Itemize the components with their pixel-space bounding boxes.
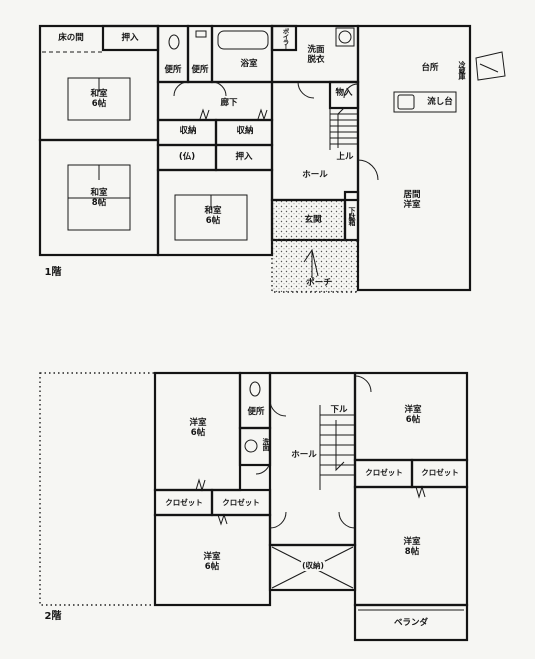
label-storage-a: 収納 (179, 126, 197, 136)
label-veranda: ベランダ (393, 618, 429, 628)
label-toilet-b: 便所 (191, 65, 209, 75)
stairs-down-icon (319, 405, 355, 490)
label-oshiire-north: 押入 (121, 33, 139, 43)
toilet-fixture-icon (249, 381, 261, 397)
washbasin-counter-icon (335, 27, 355, 47)
label-washitsu-west: 和室 8帖 (90, 188, 107, 208)
door-swing-icon (173, 81, 189, 97)
label-toilet-2f: 便所 (247, 407, 265, 417)
label-bath: 浴室 (240, 59, 258, 69)
wall-ldk (356, 24, 472, 292)
floor1-plan (38, 24, 506, 293)
room-size: 6帖 (91, 99, 107, 109)
label-fridge: 冷蔵庫 (458, 61, 466, 79)
sink-counter-icon (393, 91, 457, 113)
label-line: 居間 (403, 190, 421, 200)
door-swing-icon (211, 81, 227, 97)
door-swing-icon (343, 83, 359, 99)
wall-bath (210, 24, 274, 84)
label-line: 洗面 (307, 45, 325, 55)
label-stairs-down: 下ル (330, 405, 348, 415)
door-swing-icon (354, 375, 372, 393)
label-closet-w-b: クロゼット (222, 498, 260, 507)
door-swing-icon (297, 81, 315, 99)
label-line: 脱衣 (307, 55, 325, 65)
label-storage-2f: (収納) (301, 561, 325, 571)
room-size: 6帖 (405, 415, 421, 425)
room-name: 洋室 (404, 405, 422, 415)
label-hall: ホール (302, 170, 328, 180)
label-washitsu-south: 和室 6帖 (204, 206, 221, 226)
label-stairs-up: 上ル (336, 152, 354, 162)
label-closet-w-a: クロゼット (165, 498, 203, 507)
porch-area (271, 239, 359, 293)
label-closet-ne-a: クロゼット (365, 468, 403, 477)
label-toilet-a: 便所 (164, 65, 182, 75)
label-porch: ポーチ (306, 278, 332, 288)
folding-door-icon (217, 513, 228, 526)
folding-door-icon (257, 108, 268, 121)
toilet-fixture-icon (168, 34, 180, 50)
label-kitchen: 台所 (421, 63, 439, 73)
label-line: 洋室 (403, 200, 421, 210)
label-entrance: 玄関 (304, 215, 322, 225)
wall-veranda (353, 603, 469, 642)
label-sink-counter: 流し台 (427, 97, 453, 107)
door-swing-icon (269, 399, 287, 417)
washbasin-icon (244, 439, 258, 453)
label-oshiire-middle: 押入 (235, 152, 253, 162)
label-dressing: 洗面 脱衣 (307, 45, 324, 65)
toilet-tank-icon (195, 30, 207, 38)
sink-bowl-icon (397, 94, 415, 110)
wall-corridor (156, 80, 274, 122)
washbasin-icon (338, 30, 352, 44)
label-washitsu-north: 和室 6帖 (90, 89, 107, 109)
label-butsudan: (仏) (178, 152, 196, 162)
floor2-plan (39, 371, 469, 642)
room-name: 和室 (204, 206, 222, 216)
label-youshitsu-se: 洋室 8帖 (403, 537, 420, 557)
label-youshitsu-sw: 洋室 6帖 (203, 552, 220, 572)
label-hall-2f: ホール (291, 450, 317, 460)
label-boiler: ボイラー (281, 28, 289, 50)
floor2-title: 2階 (44, 611, 62, 622)
roof-below-outline (39, 372, 156, 606)
room-name: 和室 (90, 89, 108, 99)
label-shoe-cabinet: 下駄箱 (348, 207, 356, 225)
floor1-title: 1階 (44, 267, 62, 278)
folding-door-icon (199, 108, 210, 121)
label-tokonoma: 床の間 (58, 33, 84, 43)
door-swing-icon (255, 459, 271, 475)
room-size: 6帖 (205, 216, 221, 226)
room-size: 8帖 (404, 547, 420, 557)
folding-door-icon (195, 478, 206, 492)
door-swing-icon (357, 159, 379, 181)
label-living: 居間 洋室 (403, 190, 420, 210)
wall-toilet-2f (238, 371, 272, 430)
label-closet-ne-b: クロゼット (421, 468, 459, 477)
stairs-up-icon (329, 107, 358, 150)
fridge-icon (475, 51, 506, 81)
fridge-icon (479, 63, 499, 73)
room-name: 洋室 (403, 537, 421, 547)
room-name: 洋室 (203, 552, 221, 562)
folding-door-icon (415, 485, 426, 499)
label-corridor: 廊下 (220, 98, 238, 108)
wall-hall (270, 80, 360, 202)
room-size: 6帖 (204, 562, 220, 572)
label-youshitsu-nw: 洋室 6帖 (189, 418, 206, 438)
label-washroom-2f: 洗面 (262, 438, 270, 450)
room-name: 和室 (90, 188, 108, 198)
room-name: 洋室 (189, 418, 207, 428)
label-youshitsu-ne: 洋室 6帖 (404, 405, 421, 425)
door-swing-icon (269, 511, 287, 529)
room-size: 8帖 (91, 198, 107, 208)
door-swing-icon (338, 511, 356, 529)
bathtub-icon (217, 30, 269, 50)
label-storage-b: 収納 (236, 126, 254, 136)
room-size: 6帖 (190, 428, 206, 438)
label-closet-hall: 物入 (335, 88, 353, 98)
